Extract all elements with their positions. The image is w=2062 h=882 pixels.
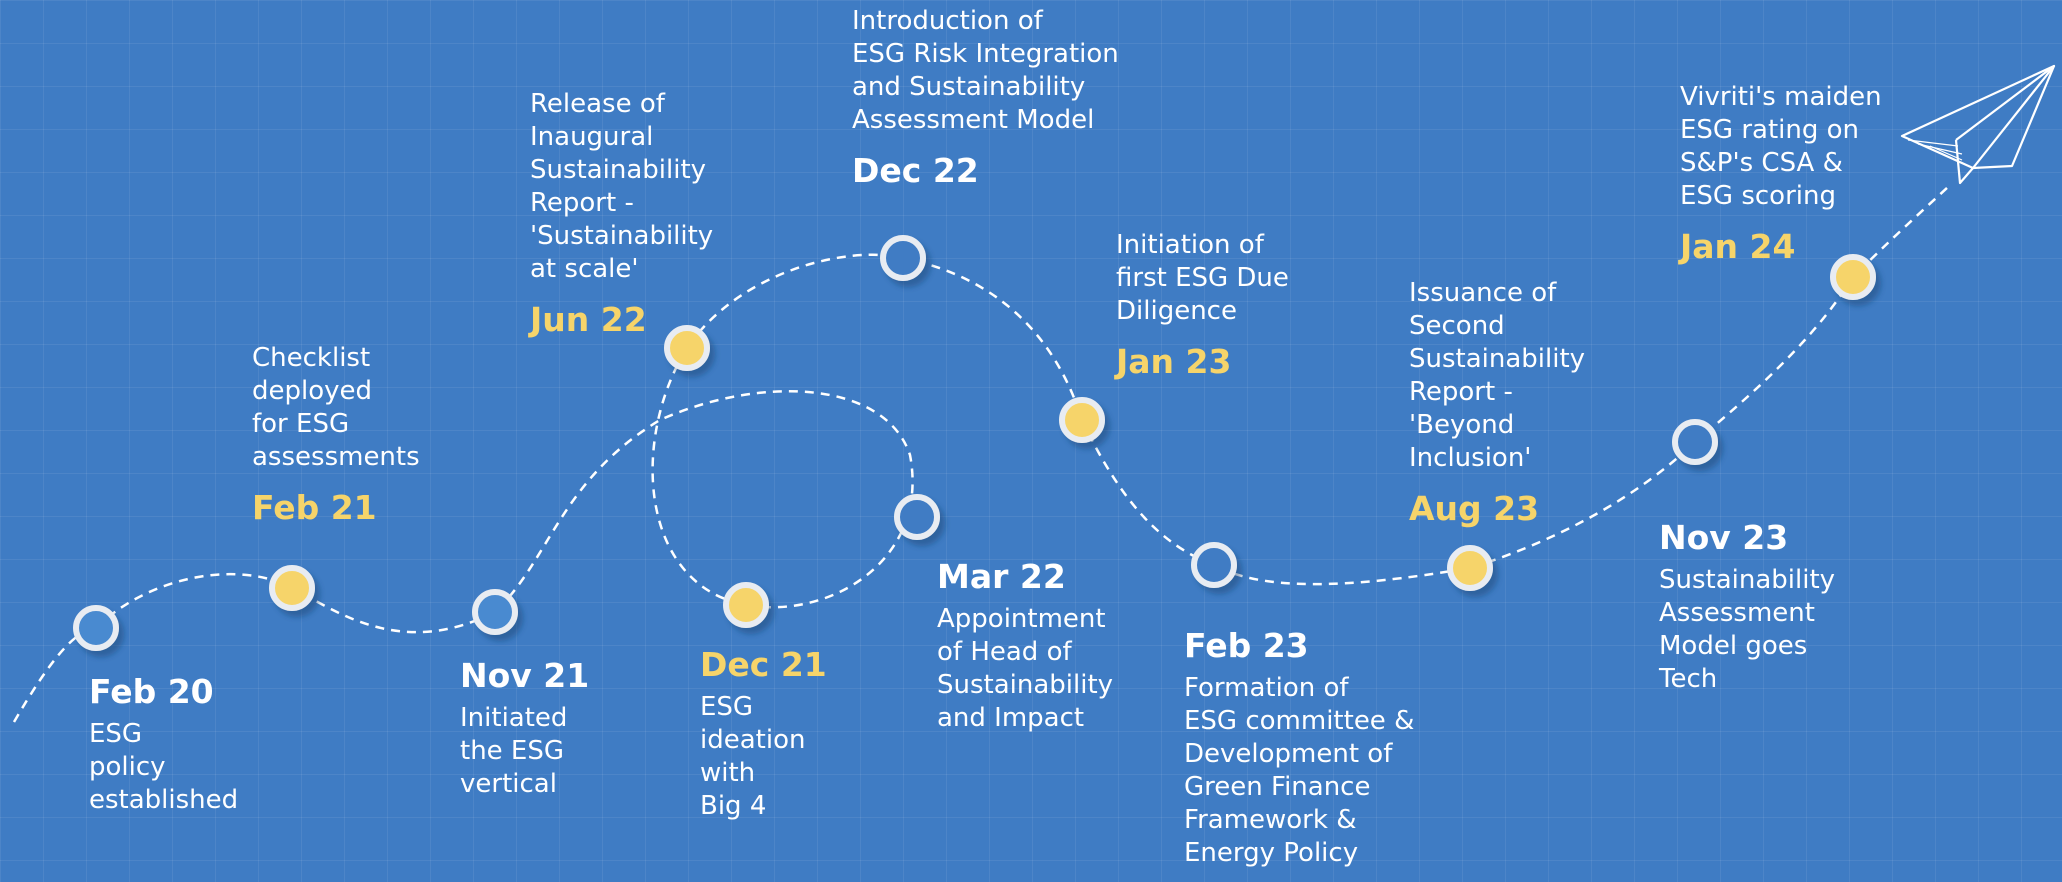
milestone-feb-23: Feb 23 Formation of ESG committee & Deve… <box>1184 626 1414 870</box>
milestone-description: Formation of ESG committee & Development… <box>1184 673 1415 868</box>
timeline-marker-jun-22 <box>664 325 710 371</box>
milestone-date: Mar 22 <box>937 557 1066 596</box>
milestone-date: Aug 23 <box>1409 489 1540 528</box>
timeline-marker-aug-23 <box>1447 545 1493 591</box>
milestone-description: Introduction of ESG Risk Integration and… <box>852 6 1119 135</box>
timeline-marker-nov-21 <box>472 589 518 635</box>
timeline-marker-jan-24 <box>1830 254 1876 300</box>
milestone-feb-21: Checklist deployed for ESG assessments F… <box>252 342 420 534</box>
timeline-marker-feb-23 <box>1191 542 1237 588</box>
timeline-marker-feb-20 <box>73 605 119 651</box>
milestone-jun-22: Release of Inaugural Sustainability Repo… <box>530 88 713 346</box>
milestone-description: ESG ideation with Big 4 <box>700 692 806 821</box>
milestone-date: Nov 21 <box>460 656 590 695</box>
timeline-marker-dec-22 <box>880 235 926 281</box>
milestone-description: Vivriti's maiden ESG rating on S&P's CSA… <box>1680 82 1882 211</box>
milestone-date: Feb 20 <box>89 672 214 711</box>
milestone-aug-23: Issuance of Second Sustainability Report… <box>1409 277 1585 535</box>
milestone-description: ESG policy established <box>89 719 239 815</box>
milestone-date: Nov 23 <box>1659 518 1789 557</box>
milestone-date: Jan 23 <box>1116 342 1232 381</box>
milestone-nov-21: Nov 21 Initiated the ESG vertical <box>460 656 589 801</box>
milestone-date: Feb 21 <box>252 488 377 527</box>
milestone-jan-23: Initiation of first ESG Due Diligence Ja… <box>1116 229 1289 388</box>
milestone-nov-23: Nov 23 Sustainability Assessment Model g… <box>1659 518 1835 696</box>
milestone-description: Issuance of Second Sustainability Report… <box>1409 278 1586 473</box>
milestone-description: Appointment of Head of Sustainability an… <box>937 604 1114 733</box>
timeline-marker-mar-22 <box>894 494 940 540</box>
timeline-path <box>12 184 1951 723</box>
milestone-description: Initiated the ESG vertical <box>460 703 568 799</box>
milestone-date: Feb 23 <box>1184 626 1309 665</box>
milestone-date: Jan 24 <box>1680 227 1796 266</box>
milestone-feb-20: Feb 20 ESG policy established <box>89 672 238 817</box>
milestone-description: Sustainability Assessment Model goes Tec… <box>1659 565 1836 694</box>
timeline-marker-feb-21 <box>269 565 315 611</box>
milestone-description: Checklist deployed for ESG assessments <box>252 343 420 472</box>
milestone-description: Initiation of first ESG Due Diligence <box>1116 230 1289 326</box>
milestone-date: Jun 22 <box>530 300 647 339</box>
milestone-dec-21: Dec 21 ESG ideation with Big 4 <box>700 645 827 823</box>
milestone-dec-22: Introduction of ESG Risk Integration and… <box>852 5 1119 197</box>
milestone-date: Dec 22 <box>852 151 979 190</box>
milestone-date: Dec 21 <box>700 645 827 684</box>
milestone-jan-24: Vivriti's maiden ESG rating on S&P's CSA… <box>1680 81 1882 273</box>
timeline-marker-nov-23 <box>1672 419 1718 465</box>
timeline-marker-dec-21 <box>723 582 769 628</box>
milestone-mar-22: Mar 22 Appointment of Head of Sustainabi… <box>937 557 1113 735</box>
paper-plane-icon <box>1900 64 2056 185</box>
timeline-marker-jan-23 <box>1059 397 1105 443</box>
milestone-description: Release of Inaugural Sustainability Repo… <box>530 89 714 284</box>
